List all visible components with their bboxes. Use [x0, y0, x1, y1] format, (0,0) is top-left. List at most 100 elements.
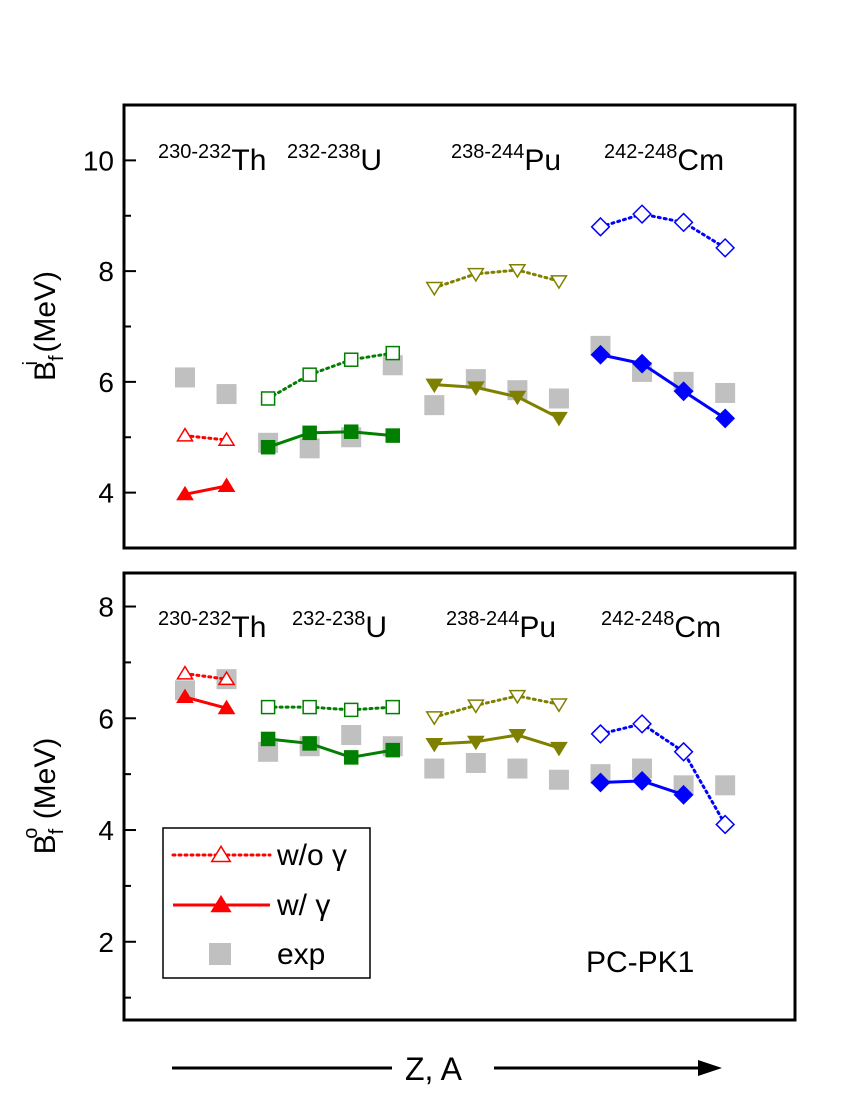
legend-marker-w-gamma — [210, 894, 232, 913]
data-point-Cm-w — [632, 353, 652, 374]
y-label-unit: (MeV) — [29, 738, 62, 828]
isotope-mass-range: 230-232 — [158, 608, 231, 630]
series-line-U-w — [267, 430, 393, 449]
exp-point — [465, 752, 486, 773]
data-point-Cm-w — [673, 784, 694, 805]
isotope-element: Pu — [519, 611, 556, 644]
y-tick-label: 4 — [98, 478, 114, 509]
series-line-U-wo — [266, 351, 395, 400]
model-label: PC-PK1 — [586, 946, 694, 979]
data-point-Cm-wo — [715, 814, 736, 835]
legend-box — [162, 827, 371, 979]
data-point-Th-w — [176, 485, 194, 501]
legend-label-w-gamma: w/ γ — [276, 889, 330, 922]
data-point-Cm-w — [590, 772, 611, 793]
y-tick-label: 4 — [98, 815, 114, 846]
exp-point — [175, 367, 195, 388]
plot-frame — [122, 571, 797, 1022]
isotope-mass-range: 232-238 — [287, 141, 360, 163]
exp-point — [715, 775, 736, 796]
y-tick-label: 8 — [98, 592, 114, 623]
data-point-Th-wo — [217, 431, 236, 447]
isotope-mass-range: 242-248 — [604, 141, 677, 163]
data-point-U-w — [385, 742, 400, 758]
isotope-element: Pu — [524, 144, 561, 177]
data-point-Pu-wo — [550, 698, 568, 713]
data-point-Pu-w — [466, 381, 485, 396]
exp-point — [507, 758, 528, 779]
data-point-U-w — [343, 750, 359, 765]
y-tick-label: 6 — [98, 703, 114, 734]
legend-label-wo-gamma: w/o γ — [276, 839, 347, 872]
series-line-Cm-wo — [599, 212, 727, 250]
series-line-Th-wo — [183, 672, 229, 681]
data-point-Pu-wo — [550, 275, 568, 290]
data-point-Pu-wo — [425, 711, 444, 726]
isotope-label-Th: 230-232Th — [158, 141, 266, 177]
data-point-Th-w — [176, 688, 194, 704]
data-point-Cm-wo — [673, 212, 694, 233]
data-point-U-w — [302, 425, 317, 441]
data-point-Th-wo — [176, 427, 194, 442]
data-point-Th-w — [217, 477, 236, 492]
data-point-Pu-wo — [466, 267, 485, 283]
data-point-U-wo — [343, 352, 359, 367]
data-point-Pu-wo — [425, 281, 444, 297]
y-label-unit: (MeV) — [29, 271, 62, 361]
y-tick-label: 2 — [98, 927, 114, 958]
isotope-element: Th — [231, 144, 266, 177]
data-point-Th-wo — [176, 665, 194, 680]
data-point-Pu-w — [425, 737, 444, 753]
series-line-Th-w — [184, 484, 227, 496]
series-line-Th-wo — [183, 434, 229, 442]
y-label-sup: o — [20, 828, 42, 839]
isotope-element: U — [365, 611, 387, 644]
data-point-Th-wo — [217, 670, 236, 686]
isotope-label-Cm: 242-248Cm — [604, 141, 724, 177]
isotope-element: Cm — [674, 611, 721, 644]
x-axis-arrow: Z, A — [172, 1051, 722, 1087]
series-line-Pu-w — [434, 733, 560, 750]
data-point-Cm-w — [673, 381, 694, 402]
y-tick-label: 8 — [98, 256, 114, 287]
isotope-label-Pu: 238-244Pu — [446, 608, 556, 644]
exp-point — [715, 382, 736, 403]
y-label-sup: i — [20, 361, 42, 365]
legend-marker-wo-gamma — [210, 844, 232, 863]
series-line-Cm-w — [600, 353, 726, 420]
y-label-main: B — [29, 361, 62, 381]
exp-point — [548, 769, 569, 790]
isotope-label-Th: 230-232Th — [158, 608, 266, 644]
data-point-Cm-wo — [632, 204, 652, 224]
exp-point — [341, 725, 362, 746]
y-tick-label: 10 — [83, 145, 114, 176]
data-point-Pu-wo — [466, 699, 485, 714]
y-tick-label: 6 — [98, 367, 114, 398]
data-point-U-w — [343, 424, 359, 439]
data-point-Pu-w — [425, 378, 444, 394]
data-point-Pu-w — [466, 735, 485, 751]
y-label-sub: f — [46, 828, 68, 834]
data-point-U-wo — [302, 367, 317, 382]
series-line-Pu-w — [434, 383, 560, 420]
data-point-Pu-w — [508, 729, 527, 744]
y-axis-label: Bfi (MeV) — [20, 271, 68, 381]
series-line-Pu-wo — [432, 268, 561, 290]
isotope-mass-range: 242-248 — [601, 608, 674, 630]
exp-point — [424, 758, 445, 779]
y-axis-label: Bfo (MeV) — [20, 738, 68, 855]
series-line-U-wo — [266, 705, 395, 712]
data-point-Cm-wo — [715, 237, 736, 258]
series-line-Cm-wo — [599, 722, 727, 826]
data-point-Pu-wo — [508, 264, 527, 279]
isotope-label-Pu: 238-244Pu — [451, 141, 561, 177]
data-point-U-w — [302, 736, 317, 751]
isotope-mass-range: 232-238 — [292, 608, 365, 630]
data-point-Cm-w — [715, 408, 736, 429]
exp-point — [216, 384, 237, 405]
isotope-label-Cm: 242-248Cm — [601, 608, 721, 644]
exp-point — [258, 741, 279, 762]
